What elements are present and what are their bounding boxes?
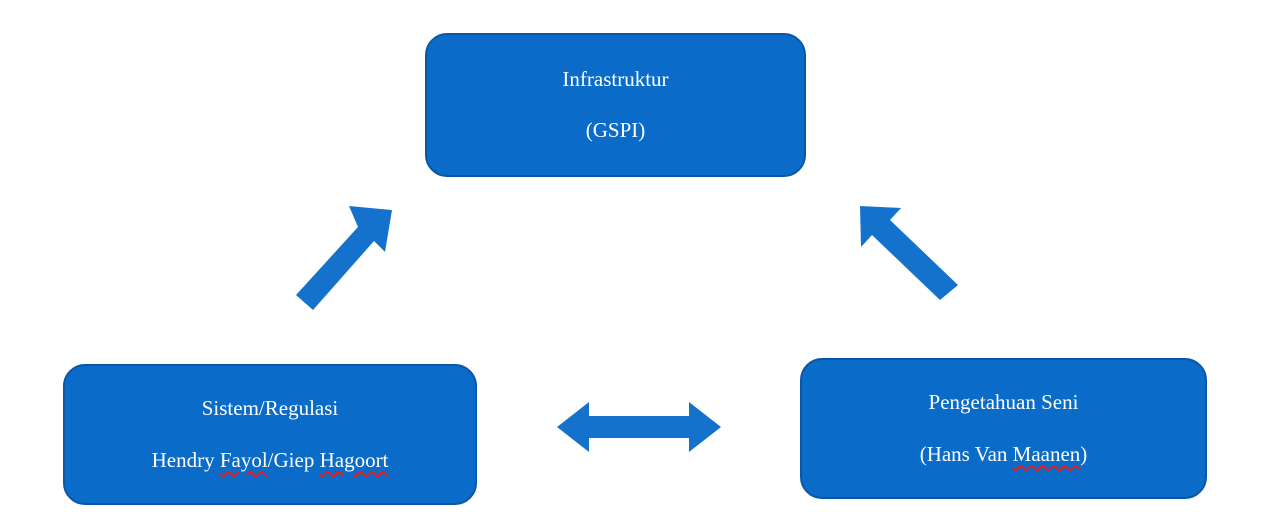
node-sistem-regulasi-subtitle-word2: Hagoort xyxy=(319,447,389,472)
node-pengetahuan-seni: Pengetahuan Seni (Hans Van Maanen) xyxy=(800,358,1207,499)
node-sistem-regulasi: Sistem/Regulasi Hendry Fayol/Giep Hagoor… xyxy=(63,364,477,505)
node-infrastruktur-subtitle: (GSPI) xyxy=(585,118,646,142)
arrow-right-to-top-shape xyxy=(860,206,958,300)
node-sistem-regulasi-subtitle: Hendry Fayol/Giep Hagoort xyxy=(152,448,389,473)
node-pengetahuan-seni-subtitle-suffix: ) xyxy=(1080,441,1088,466)
arrow-left-to-top-shape xyxy=(296,206,392,310)
arrow-left-right-bidirectional-shape xyxy=(557,402,721,452)
node-pengetahuan-seni-subtitle-word: Maanen xyxy=(1012,441,1081,466)
node-pengetahuan-seni-subtitle-prefix: (Hans Van xyxy=(919,441,1013,466)
node-infrastruktur-title: Infrastruktur xyxy=(562,66,669,91)
node-pengetahuan-seni-subtitle: (Hans Van Maanen) xyxy=(920,442,1088,467)
arrow-left-right-bidirectional xyxy=(557,402,721,452)
node-pengetahuan-seni-title: Pengetahuan Seni xyxy=(928,390,1079,415)
node-infrastruktur: Infrastruktur (GSPI) xyxy=(425,33,806,177)
arrow-left-to-top xyxy=(296,206,392,310)
node-sistem-regulasi-subtitle-mid: /Giep xyxy=(267,447,320,472)
arrow-right-to-top xyxy=(860,206,958,300)
node-sistem-regulasi-title: Sistem/Regulasi xyxy=(201,396,339,421)
node-sistem-regulasi-subtitle-word1: Fayol xyxy=(219,447,268,472)
node-sistem-regulasi-subtitle-prefix: Hendry xyxy=(151,447,220,472)
